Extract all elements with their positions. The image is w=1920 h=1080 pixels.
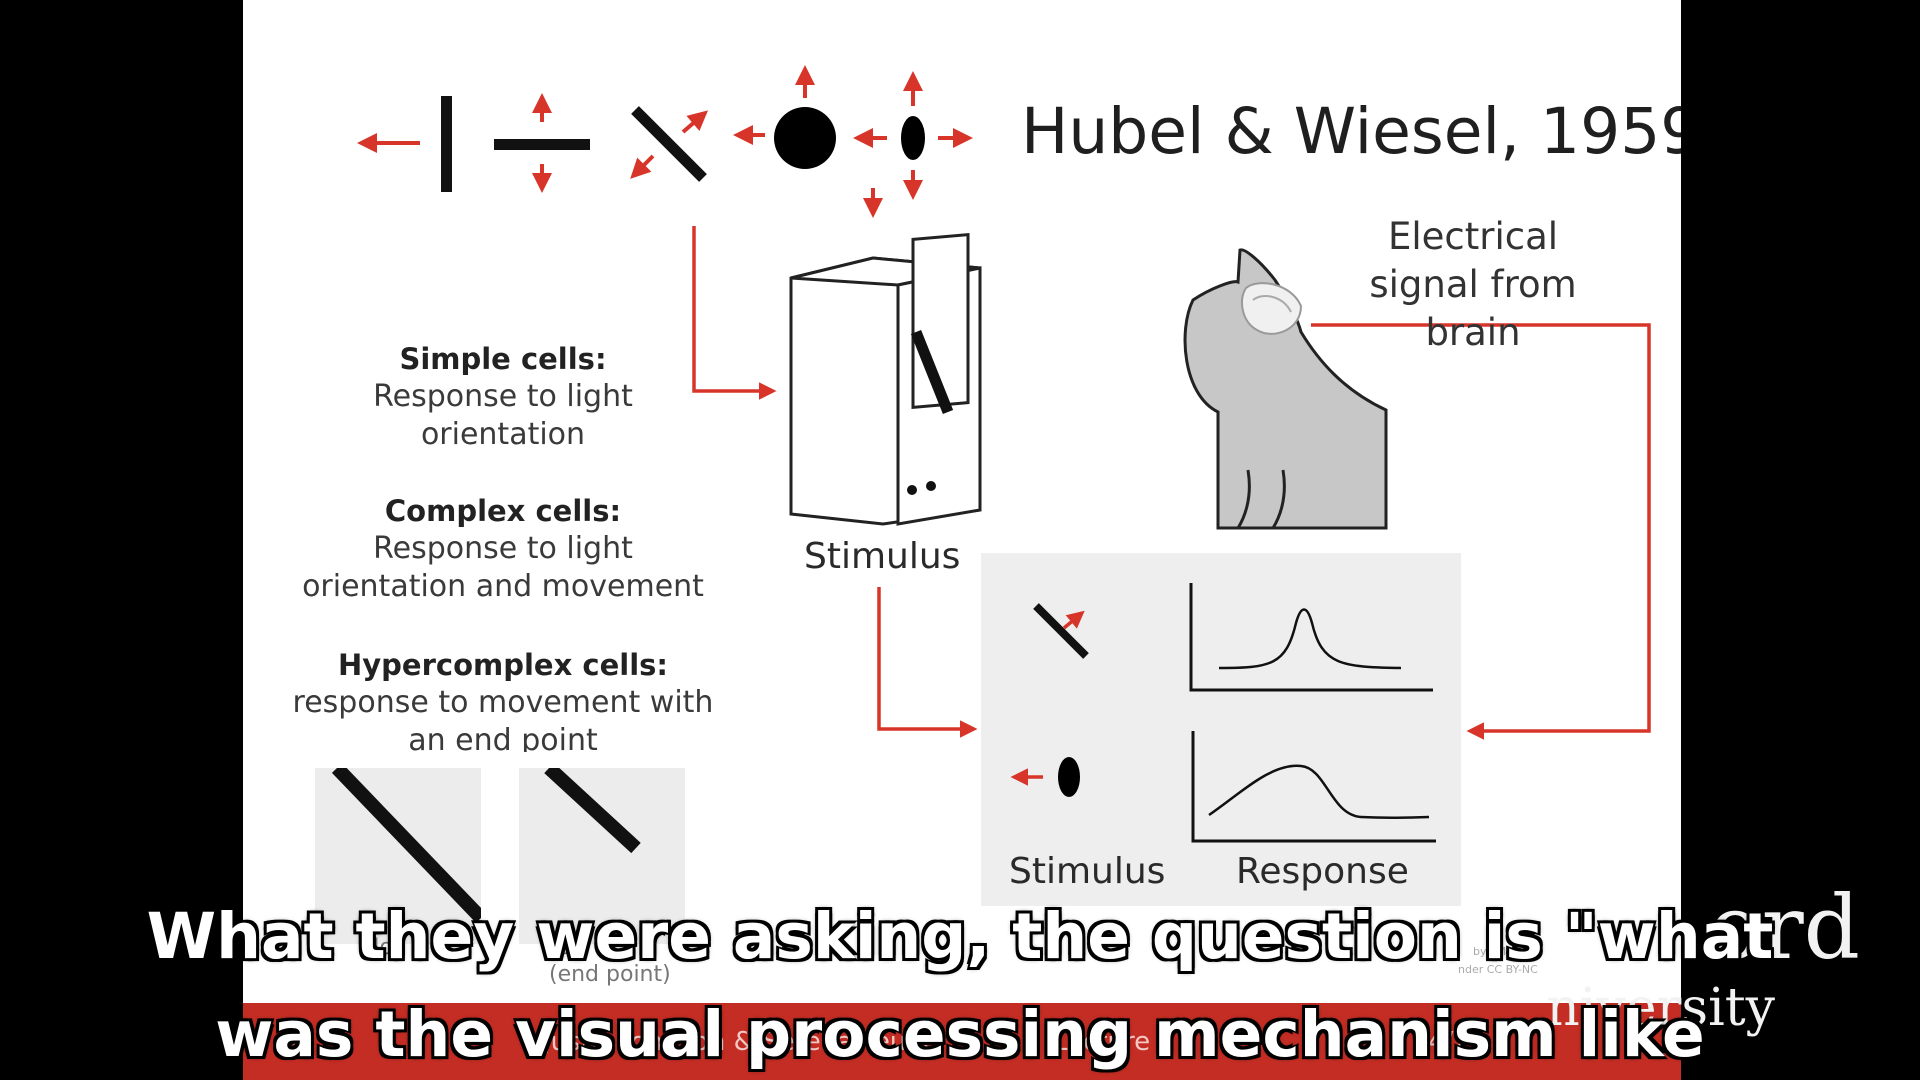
cell-heading: Simple cells: [399,342,607,376]
connector-stimulus-to-response [877,587,978,738]
signal-label-line: signal from [1369,263,1577,306]
slide-title: Hubel & Wiesel, 1959 [1021,95,1681,168]
stimulus-label: Stimulus [804,536,961,577]
slide-footer [243,1003,1681,1080]
horizontal-bar-icon [494,93,590,193]
subtitle-line: What they were asking, the question is "… [146,900,1774,973]
signal-label: Electrical signal from brain [1353,213,1593,357]
cell-line: orientation and movement [302,569,704,604]
end-point-caption: (end point) [549,962,671,987]
response-panel: Stimulus Response [981,553,1461,906]
connector-brain-signal [1311,323,1651,740]
end-point-example-panel [315,768,481,944]
diagonal-bar-icon [630,106,709,182]
end-point-example-panel [519,768,685,944]
footer-lecture: Lecture [1053,1027,1151,1057]
cell-heading: Complex cells: [384,494,622,528]
end-point-caption: No [363,935,393,960]
response-label: Response [1236,851,1409,892]
cell-line: Response to light [373,379,633,414]
simple-cells-description: Simple cells: Response to light orientat… [263,340,743,454]
hypercomplex-cells-description: Hypercomplex cells: response to movement… [263,646,743,752]
response-graphs [1010,583,1436,843]
university-logo-text: ord [1708,876,1860,979]
connector-to-stimulus-screen [692,226,777,400]
end-point-caption: res [548,935,582,960]
signal-label-line: Electrical [1387,215,1559,258]
image-credit: nder CC BY-NC [1458,963,1538,976]
small-ellipse-icon [853,71,973,218]
stimulus-monitor-icon [789,232,982,526]
response-stimulus-label: Stimulus [1009,851,1166,892]
long-bar-graphic [331,768,481,923]
complex-cells-description: Complex cells: Response to light orienta… [263,492,743,606]
short-bar-graphic [544,768,641,854]
lecture-slide: Hubel & Wiesel, 1959 Electrical signal f… [243,0,1681,1080]
footer-text: F [291,1027,306,1057]
slide-diagram [357,65,1651,740]
cell-heading: Hypercomplex cells: [337,648,668,682]
cell-line: Response to light [373,531,633,566]
cell-line: an end point [408,723,598,752]
large-dot-icon [733,65,836,169]
subtitle-line: was the visual processing mechanism like [215,998,1705,1071]
image-credit: by TM [1473,945,1507,958]
footer-authors: Justin Johnson & Serena Yeung [543,1027,940,1057]
signal-label-line: brain [1425,311,1521,354]
vertical-bar-icon [357,96,452,192]
university-logo-text: niversity [1546,978,1775,1038]
footer-date: 4/20 [1428,1027,1487,1057]
cat-illustration [1183,248,1388,530]
cell-line: orientation [420,417,586,452]
cell-line: response to movement with [292,685,714,720]
